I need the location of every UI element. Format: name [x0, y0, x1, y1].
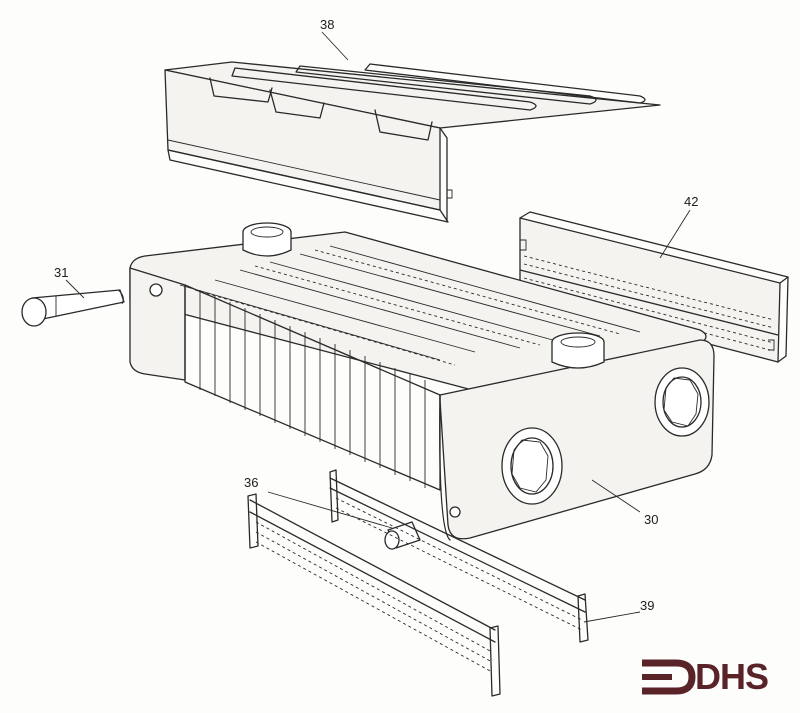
- fin-array: [184, 284, 441, 491]
- top-connector-left: [242, 222, 292, 257]
- callout-30: 30: [644, 512, 658, 527]
- logo-text: DHS: [695, 656, 769, 697]
- front-port-lower: [501, 427, 563, 505]
- part-30-heat-exchanger: [129, 222, 715, 541]
- front-port-upper: [654, 367, 710, 437]
- top-fin-ridges: [179, 245, 641, 366]
- callout-36: 36: [244, 475, 258, 490]
- leader-lines: [65, 31, 691, 623]
- dhs-logo-icon: [642, 659, 696, 695]
- part-38-top-cover: [164, 61, 661, 223]
- callout-31: 31: [54, 265, 68, 280]
- callout-42: 42: [684, 194, 698, 209]
- part-31-bolt: [21, 289, 125, 327]
- part-36-screw: [384, 521, 421, 550]
- top-connector-right: [551, 332, 605, 369]
- callout-38: 38: [320, 17, 334, 32]
- part-39-baffle-strips: [247, 469, 589, 697]
- callout-39: 39: [640, 598, 654, 613]
